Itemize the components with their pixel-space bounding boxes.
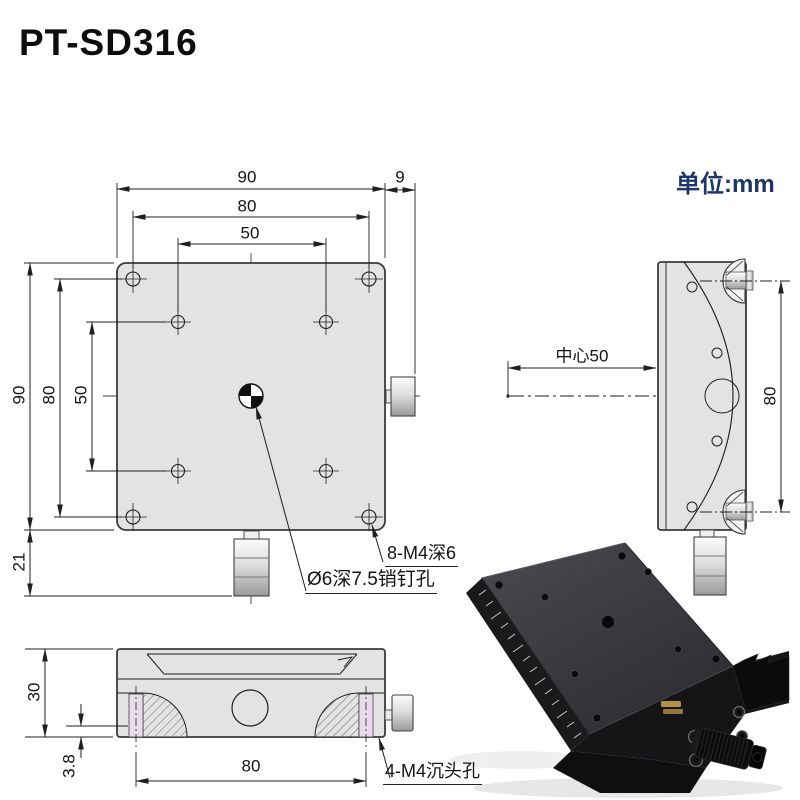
knurled-knob — [689, 728, 767, 770]
dim-front-height: 30 — [24, 682, 44, 702]
side-large-hole — [704, 378, 740, 414]
front-center-hole — [231, 689, 269, 727]
dim-top-hole-span-h: 80 — [39, 385, 59, 405]
goniometer-arc — [683, 261, 734, 531]
side-view-drawing — [506, 258, 790, 596]
front-top-recess — [118, 653, 384, 680]
adjust-knob-right — [385, 376, 416, 417]
front-knob-right — [384, 694, 414, 732]
top-view-extension-lines — [24, 183, 416, 597]
label-pin-hole: Ø6深7.5销钉孔 — [305, 569, 437, 594]
dim-top-knob-offset: 9 — [395, 167, 405, 187]
side-span-dimension — [700, 280, 790, 513]
dim-top-height-total: 90 — [9, 385, 29, 405]
dim-top-width-total: 90 — [237, 167, 257, 187]
front-view-drawing — [25, 648, 414, 787]
product-plate-holes — [494, 551, 721, 723]
front-slot-right — [314, 686, 384, 750]
dim-side-hole-span: 80 — [760, 386, 780, 406]
side-knob-shaft — [693, 529, 727, 596]
page-title: PT-SD316 — [19, 22, 198, 63]
product-photo — [450, 542, 790, 798]
corner-holes — [119, 265, 383, 531]
side-knob-bottom — [722, 489, 754, 535]
dim-top-inner-span-w: 50 — [240, 223, 260, 243]
angle-scale-ticks — [478, 589, 582, 739]
dim-front-hole-span: 80 — [241, 756, 261, 776]
dim-top-knob-length: 21 — [9, 552, 29, 572]
front-slot-left — [117, 686, 188, 750]
dim-top-hole-span-w: 80 — [237, 196, 257, 216]
side-center-dimension — [506, 361, 657, 398]
center-pin-hole — [238, 383, 264, 409]
brass-contacts — [661, 701, 683, 714]
dim-front-step: 3.8 — [59, 754, 79, 778]
unit-label: 单位:mm — [676, 171, 775, 198]
dim-side-center-offset: 中心50 — [555, 346, 609, 366]
dim-top-inner-span-h: 50 — [71, 385, 91, 405]
top-view-drawing — [24, 183, 420, 604]
inner-holes — [165, 309, 339, 484]
top-view-dimension-lines — [27, 186, 416, 597]
top-view-leaders — [255, 406, 384, 592]
side-knob-top — [722, 258, 754, 304]
front-view-dimensions — [25, 648, 391, 787]
label-csk-holes: 4-M4沉头孔 — [383, 761, 483, 785]
adjust-knob-bottom — [233, 530, 270, 597]
label-tapped-holes: 8-M4深6 — [385, 543, 459, 567]
